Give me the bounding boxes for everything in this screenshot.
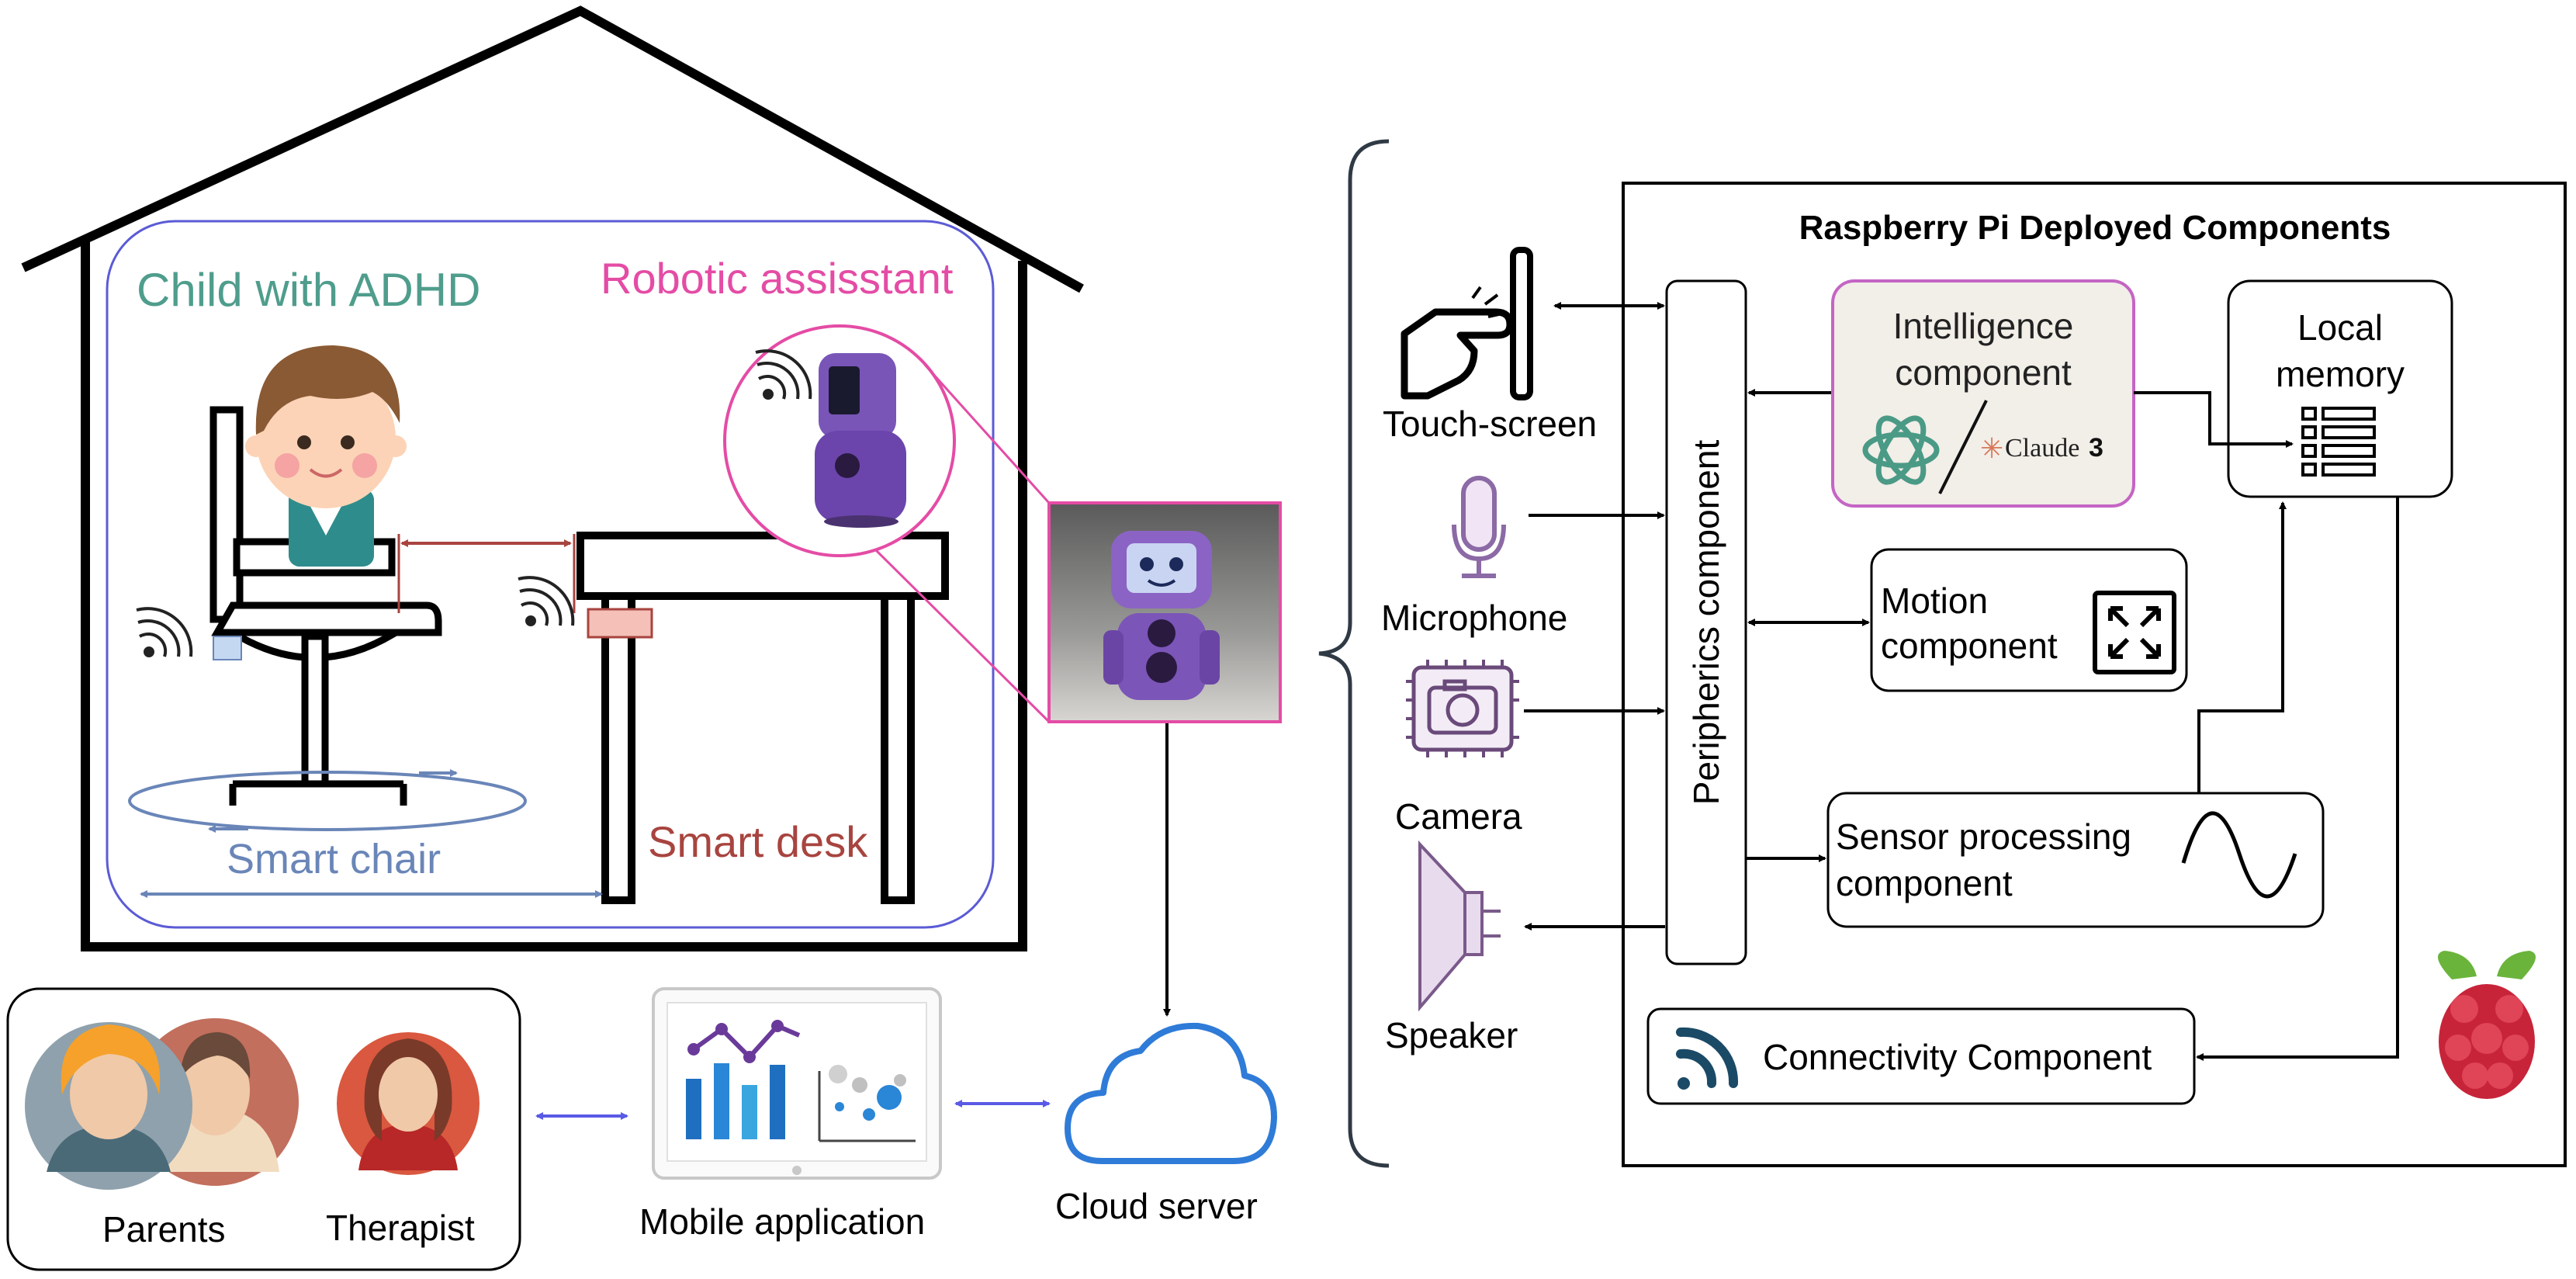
camera-label: Camera [1395, 796, 1522, 837]
local-memory-label-2: memory [2276, 354, 2405, 394]
connectors [1524, 302, 2399, 1061]
house [21, 5, 1084, 951]
intelligence-label-2: component [1895, 352, 2072, 393]
intelligence-label-1: Intelligence [1893, 306, 2074, 346]
claude-spark-icon: ✳ [1980, 432, 2003, 464]
connectivity-label: Connectivity Component [1763, 1037, 2152, 1077]
database-list-icon [2301, 407, 2376, 477]
motion-component-box [1870, 548, 2188, 692]
motion-label-1: Motion [1881, 581, 1988, 621]
expand-arrows-icon [2093, 591, 2176, 674]
child-figure [245, 345, 407, 567]
chair-label: Smart chair [227, 836, 441, 882]
mobile-app-label: Mobile application [639, 1201, 925, 1242]
motion-label-2: component [1881, 626, 2058, 666]
raspberry-logo-icon [2438, 951, 2536, 1099]
sensor-processing-box [1826, 792, 2325, 928]
robot-label: Robotic assisstant [601, 254, 954, 303]
child-label: Child with ADHD [137, 264, 480, 316]
sine-wave-icon [2181, 811, 2297, 899]
rss-signal-icon [1676, 1027, 1739, 1090]
room-boundary [106, 220, 995, 929]
sensor-label-2: component [1836, 863, 2013, 903]
logo-divider [1938, 400, 1988, 494]
parents-avatar [25, 1018, 299, 1190]
microphone-icon [1452, 476, 1506, 578]
cloud-icon [1065, 1022, 1277, 1164]
connectivity-component-box [1646, 1007, 2196, 1105]
peripherics-component-box [1665, 279, 1747, 965]
claude-label: Claude [2005, 434, 2079, 463]
robot-small-figure [815, 353, 906, 528]
speaker-label: Speaker [1385, 1015, 1518, 1055]
touch-screen-label: Touch-screen [1383, 404, 1597, 444]
robot-photo [1047, 501, 1282, 723]
parents-label: Parents [102, 1209, 226, 1250]
raspberry-pi-title: Raspberry Pi Deployed Components [1799, 209, 2391, 247]
speaker-icon [1418, 840, 1501, 1012]
cloud-server-label: Cloud server [1055, 1186, 1258, 1226]
components-brace [1318, 139, 1390, 1168]
openai-logo-icon [1862, 415, 1940, 485]
local-memory-label-1: Local [2297, 307, 2383, 348]
camera-icon [1406, 660, 1519, 757]
mobile-app-tablet [652, 987, 942, 1180]
touch-screen-icon [1401, 247, 1533, 400]
zoom-line-top [923, 363, 1051, 504]
therapist-avatar [337, 1032, 480, 1175]
desk-wifi-icon [518, 576, 575, 626]
claude-version: 3 [2089, 433, 2103, 463]
desk-label: Smart desk [648, 817, 868, 866]
peripherics-component-label: Peripherics component [1686, 440, 1726, 806]
therapist-label: Therapist [326, 1208, 475, 1248]
sensor-label-1: Sensor processing [1836, 816, 2131, 857]
microphone-label: Microphone [1381, 598, 1567, 638]
robot-wifi-icon [755, 349, 812, 400]
zoom-line-bottom [874, 548, 1051, 723]
chair-wifi-icon [136, 607, 193, 657]
